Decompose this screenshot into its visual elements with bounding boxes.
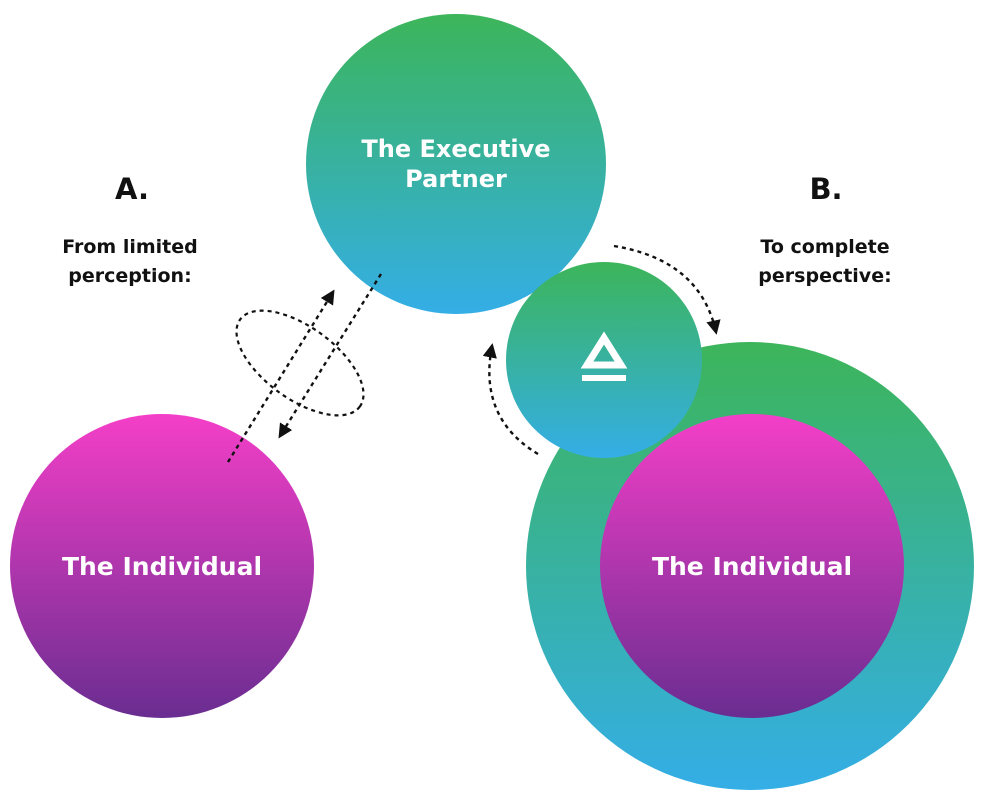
section-b-caption-line2: perspective: bbox=[758, 265, 892, 287]
individual-circle-left bbox=[10, 414, 314, 718]
orbit-ellipse bbox=[235, 309, 365, 417]
triangle-over-bar-logo-icon bbox=[580, 331, 628, 381]
executive-partner-label-line1: The Executive bbox=[361, 135, 551, 163]
executive-partner-circle bbox=[306, 14, 606, 314]
section-a-caption-line2: perception: bbox=[68, 265, 192, 287]
curved-arrow-top bbox=[613, 244, 721, 335]
individual-right-label: The Individual bbox=[651, 552, 853, 581]
individual-left-label: The Individual bbox=[61, 552, 263, 581]
individual-circle-right bbox=[600, 414, 904, 718]
executive-partner-label-line2: Partner bbox=[405, 165, 507, 193]
section-b-caption-line1: To complete bbox=[760, 236, 890, 258]
section-a-caption-line1: From limited bbox=[62, 236, 198, 258]
logo-circle bbox=[506, 262, 702, 458]
arrow-up-to-partner bbox=[226, 289, 335, 463]
section-a-letter: A. bbox=[115, 172, 149, 206]
section-b-letter: B. bbox=[809, 172, 843, 206]
